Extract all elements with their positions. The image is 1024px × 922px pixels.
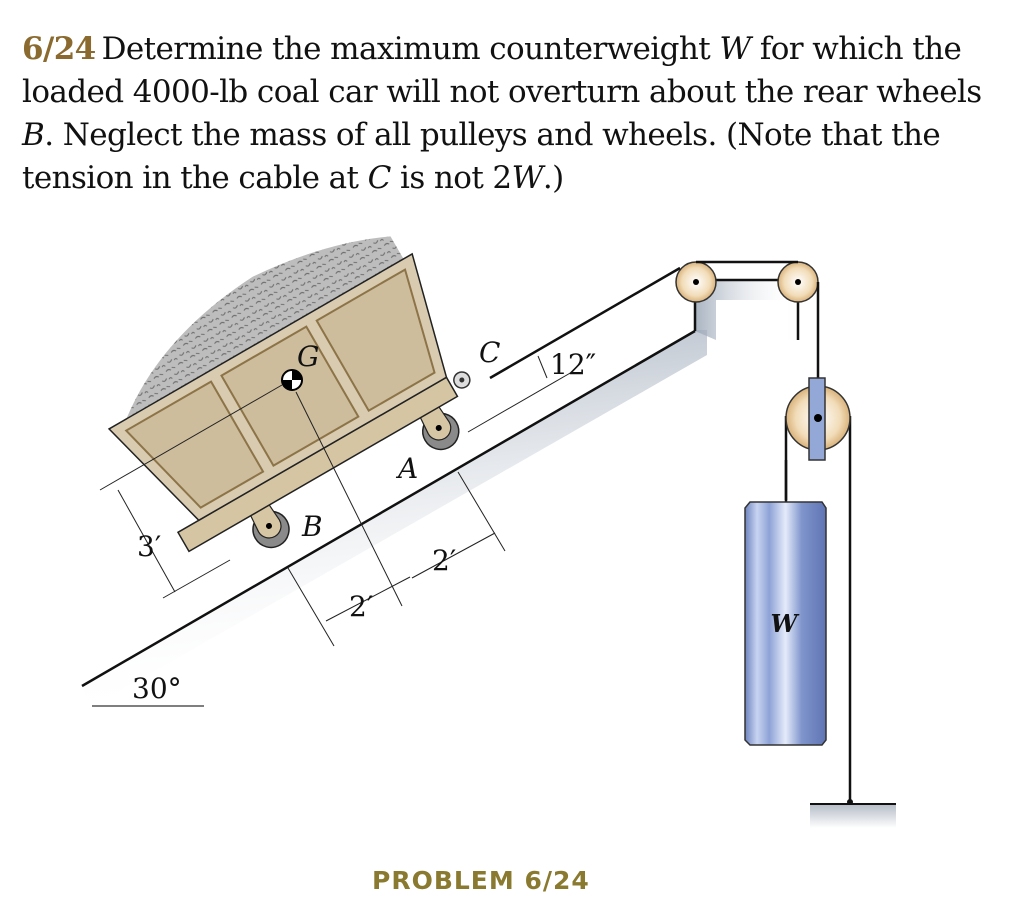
coal-load	[126, 236, 404, 419]
pulley-support-frame	[693, 278, 800, 340]
label-W: W	[771, 609, 800, 638]
top-right-pulley	[777, 261, 819, 303]
ground-anchor	[810, 799, 896, 828]
label-A: A	[395, 452, 418, 485]
dimension-lines	[99, 355, 573, 647]
figure-caption: PROBLEM 6/24	[372, 866, 590, 895]
angle-label: 30°	[132, 672, 182, 705]
dimension-12in: 12″	[550, 348, 596, 381]
cable	[489, 260, 852, 800]
top-left-pulley	[675, 261, 717, 303]
incline	[81, 329, 707, 708]
problem-number: 6/24	[22, 31, 96, 67]
movable-pulley	[785, 377, 851, 461]
dimension-2ft-lower: 2′	[349, 590, 373, 623]
counterweight: W	[744, 460, 827, 746]
label-B: B	[301, 510, 323, 543]
dimension-2ft-upper: 2′	[432, 544, 456, 577]
label-C: C	[479, 336, 500, 369]
center-of-gravity	[281, 369, 303, 391]
label-G: G	[297, 340, 319, 373]
dimension-3ft: 3′	[137, 530, 161, 563]
